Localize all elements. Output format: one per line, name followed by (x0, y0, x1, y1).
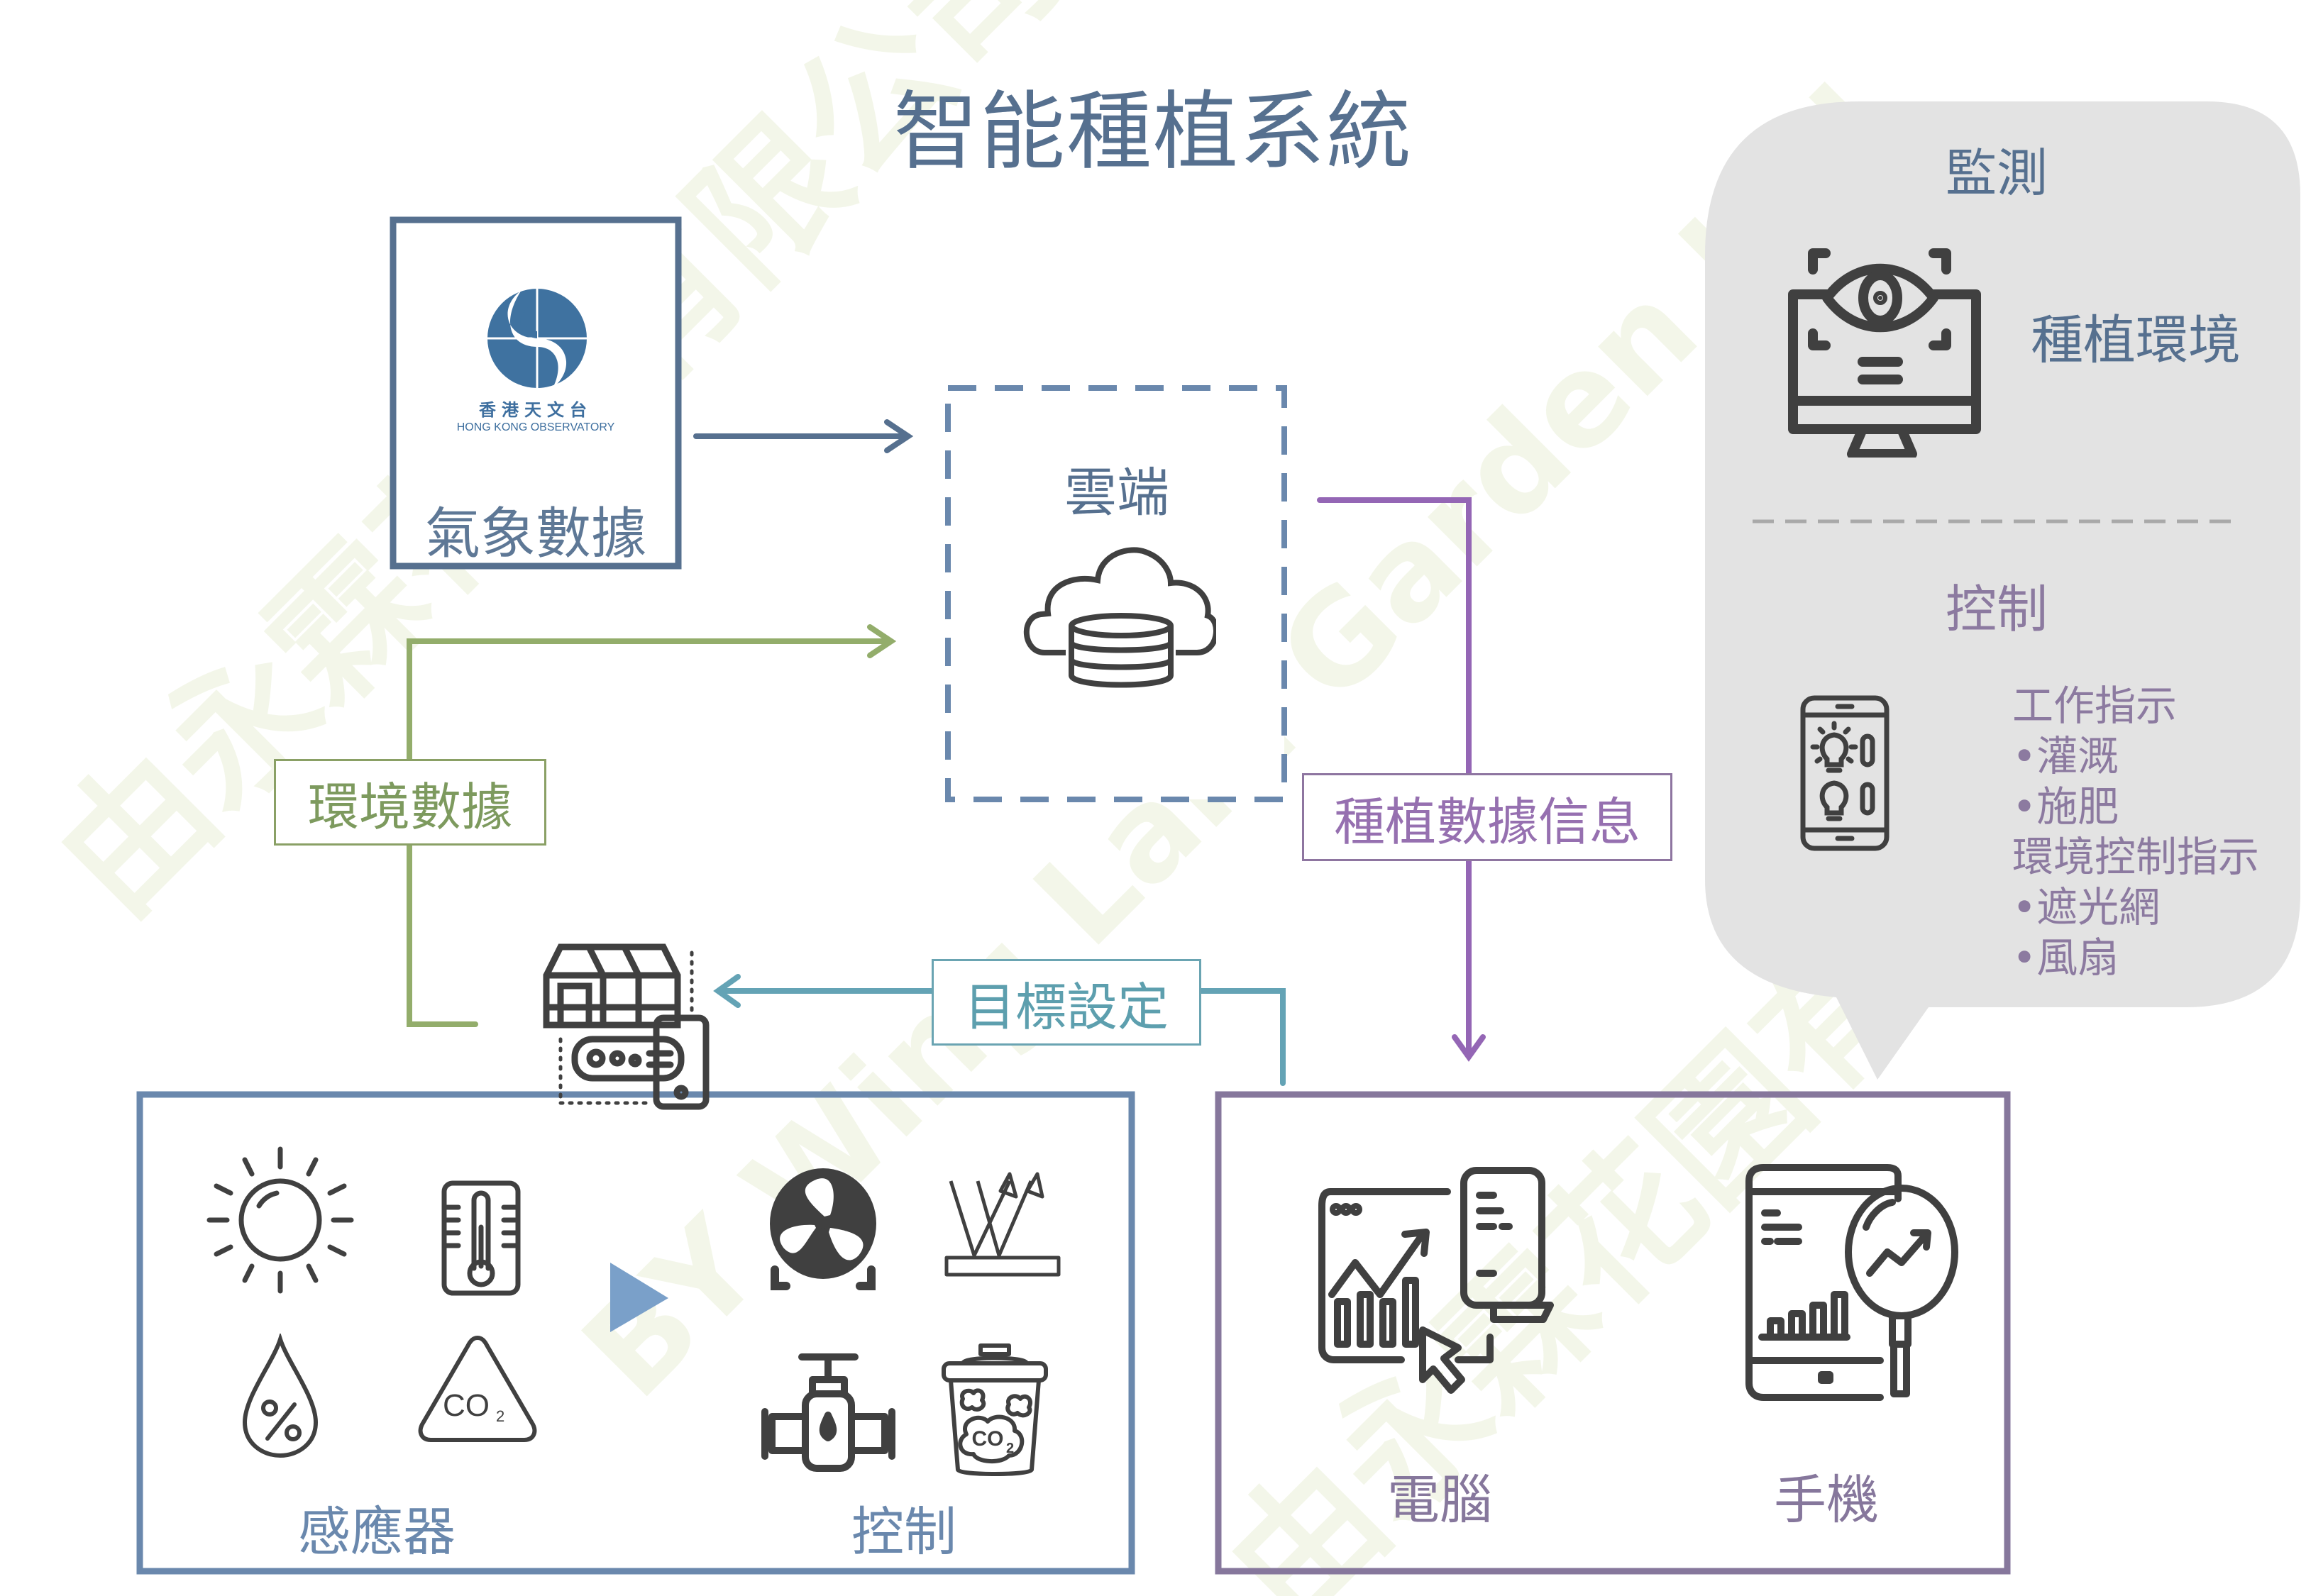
monitor-title: 監測 (1946, 143, 2048, 203)
co2-tank-icon: CO 2 (942, 1343, 1048, 1476)
cloud-database-icon (1023, 547, 1216, 688)
planting-data-info-tag: 種植數據信息 (1302, 773, 1672, 861)
instruction-item: 工作指示 (2012, 682, 2178, 730)
cloud-box (945, 385, 1287, 802)
sensors-control-box (136, 1091, 1135, 1575)
devices-box (1215, 1091, 2011, 1575)
cloud-label: 雲端 (1064, 462, 1169, 523)
humidity-drop-icon (242, 1334, 319, 1458)
weather-data-label: 氣象數據 (424, 502, 646, 566)
sensor-to-control-triangle (610, 1263, 668, 1332)
svg-text:CO: CO (972, 1427, 1004, 1451)
thermometer-icon (441, 1180, 521, 1296)
monitor-item: 種植環境 (2031, 310, 2241, 371)
fan-icon (770, 1168, 876, 1290)
water-valve-icon (761, 1353, 895, 1472)
hko-logo-icon (487, 289, 587, 388)
hko-chinese-name: 香港天文台 (479, 399, 592, 420)
svg-text:CO: CO (443, 1388, 490, 1423)
instruction-item: 環境控制指示 (2012, 833, 2260, 881)
bubble-control-title: 控制 (1946, 580, 2048, 639)
mobile-analytics-icon (1745, 1164, 1958, 1401)
reflective-shade-icon (944, 1172, 1061, 1277)
sun-light-icon (206, 1146, 354, 1294)
planting-data-arrow (1317, 497, 1486, 1062)
instruction-item: •施肥 (2012, 782, 2119, 831)
instruction-item: •風扇 (2012, 933, 2119, 982)
weather-source-box (390, 216, 682, 570)
instruction-item: •灌溉 (2012, 732, 2119, 780)
target-setting-tag: 目標設定 (932, 959, 1201, 1046)
greenhouse-controller-icon (543, 943, 710, 1110)
weather-arrow (693, 419, 914, 453)
sensors-label: 感應器 (298, 1502, 456, 1563)
instruction-list: 工作指示 •灌溉 •施肥 環境控制指示 •遮光網 •風扇 (2012, 681, 2259, 983)
mobile-label: 手機 (1774, 1470, 1879, 1531)
control-label: 控制 (851, 1502, 956, 1563)
co2-triangle-icon: CO 2 (418, 1335, 537, 1442)
computer-label: 電腦 (1387, 1470, 1492, 1531)
monitor-eye-icon (1788, 248, 1981, 458)
target-setting-arrow (713, 974, 1286, 1086)
svg-text:2: 2 (1006, 1441, 1014, 1456)
hko-english-name: HONG KONG OBSERVATORY (456, 421, 615, 433)
svg-text:2: 2 (496, 1407, 504, 1425)
mobile-control-icon (1800, 695, 1890, 851)
computer-analytics-icon (1318, 1167, 1554, 1394)
environment-data-tag: 環境數據 (274, 759, 546, 846)
page-title: 智能種植系統 (893, 83, 1413, 182)
instruction-item: •遮光網 (2012, 883, 2161, 931)
